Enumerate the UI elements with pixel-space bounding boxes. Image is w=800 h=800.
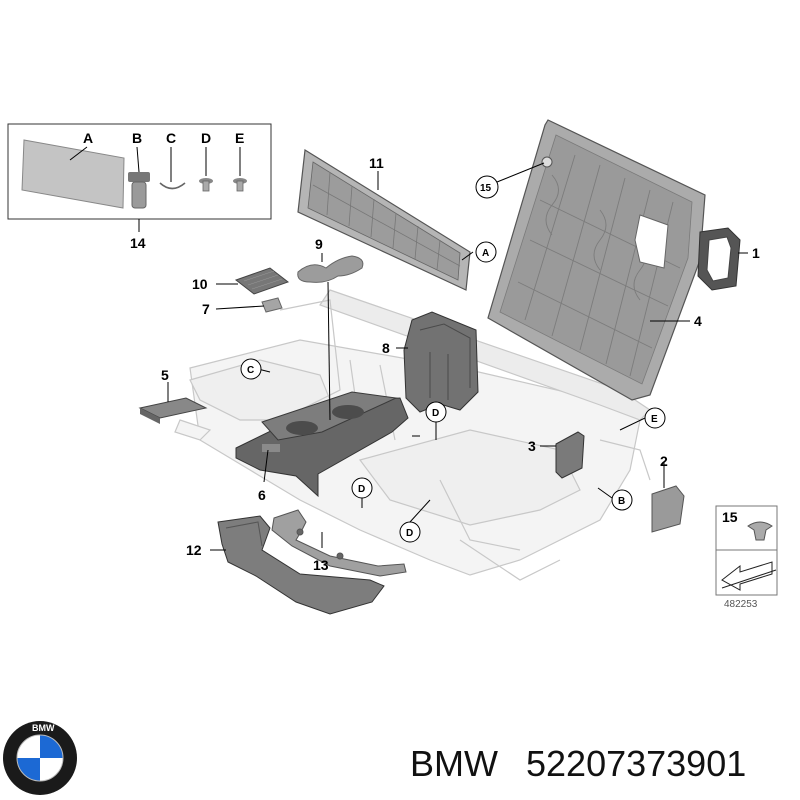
callout-4: 4 (694, 313, 702, 329)
part-2-trim (651, 485, 685, 533)
marker-a: A (482, 248, 489, 259)
callout-9: 9 (315, 236, 323, 252)
inset-box: A B C D E 14 (7, 123, 272, 251)
part-b-fastener (128, 172, 150, 209)
part-a-panel (21, 139, 125, 209)
inset-label-a: A (83, 130, 93, 146)
marker-c: C (247, 365, 254, 376)
part-c-clip (159, 182, 186, 190)
part-13-rail (271, 509, 407, 577)
circle-markers (240, 175, 666, 543)
marker-b: B (618, 496, 625, 507)
inset-label-e: E (235, 130, 244, 146)
part-10-grille (234, 267, 290, 295)
part-5-panel (138, 397, 208, 424)
part-3-bracket (555, 431, 585, 479)
inset-label-b: B (132, 130, 142, 146)
callout-3: 3 (528, 438, 536, 454)
part-8-bracket (403, 311, 479, 413)
part-4-back-panel (487, 119, 706, 401)
callout-10: 10 (192, 276, 208, 292)
callout-5: 5 (161, 367, 169, 383)
inset-label-d: D (201, 130, 211, 146)
part-6-console (235, 391, 409, 498)
part-11-cover (297, 148, 471, 291)
callout-7: 7 (202, 301, 210, 317)
callout-8: 8 (382, 340, 390, 356)
marker-d-1: D (432, 408, 439, 419)
part-15-clip (747, 521, 773, 541)
legend-label-15: 15 (722, 509, 738, 525)
part-12-lower-trim (217, 515, 385, 615)
label-14: 14 (130, 235, 146, 251)
marker-d-2: D (358, 484, 365, 495)
brand-name: BMW (410, 743, 498, 784)
part-7-clip (261, 297, 283, 313)
legend-arrow-icon (721, 561, 773, 591)
seat-frame-ghost (174, 289, 651, 581)
part-d-screw (199, 178, 213, 192)
reference-number: 482253 (724, 599, 758, 610)
part-number: 52207373901 (526, 743, 746, 784)
logo-text: BMW (32, 723, 55, 733)
callout-11: 11 (369, 155, 384, 171)
callout-13: 13 (313, 557, 329, 573)
callout-1: 1 (752, 245, 760, 261)
marker-d-3: D (406, 528, 413, 539)
part-9-mat (297, 255, 364, 283)
callout-2: 2 (660, 453, 668, 469)
inset-label-c: C (166, 130, 176, 146)
part-e-screw (233, 178, 247, 192)
callout-12: 12 (186, 542, 202, 558)
legend-box (715, 505, 778, 596)
bmw-logo: BMW (3, 721, 77, 795)
part-1-bezel (697, 227, 741, 291)
marker-e: E (651, 414, 658, 425)
callout-6: 6 (258, 487, 266, 503)
marker-15: 15 (480, 183, 492, 194)
panel-cutout (634, 214, 669, 269)
